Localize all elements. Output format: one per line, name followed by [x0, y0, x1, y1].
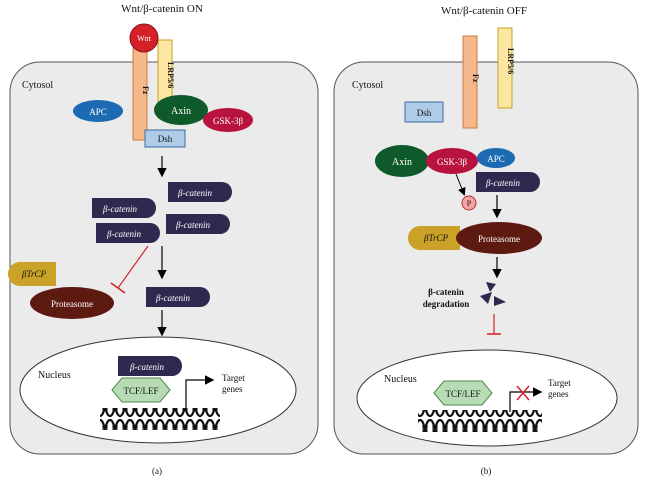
lrp-label-a: LRP5/6 [166, 62, 175, 88]
caption-a: (a) [152, 466, 162, 476]
fz-label-a: Fz [141, 86, 150, 95]
btrcp-a [8, 262, 56, 286]
gsk-b [426, 148, 478, 174]
wnt-label-a: Wnt [137, 34, 152, 43]
cytosol-label-b: Cytosol [352, 80, 383, 91]
lrp-receptor-b [497, 27, 513, 109]
apc-a [73, 100, 123, 122]
axin-label-b: Axin [392, 157, 412, 168]
wnt-ligand-a [129, 23, 159, 53]
fragment-b3 [494, 296, 506, 306]
fragment-b1 [486, 282, 496, 292]
apc-b [477, 148, 515, 168]
axin-b [375, 145, 429, 177]
proteasome-a [30, 287, 114, 319]
gsk-label-a: GSK-3β [213, 116, 244, 126]
transcription-arrow-b [509, 387, 543, 412]
apc-label-a: APC [89, 107, 107, 117]
bcat-label-a5: β-catenin [155, 293, 190, 303]
fz-receptor-b [462, 35, 478, 129]
target-label-b1: Target [548, 378, 571, 388]
fz-label-b: Fz [471, 74, 480, 83]
dna-b [418, 410, 542, 432]
bcat-nucleus-label-a: β-catenin [129, 362, 164, 372]
fragment-b2 [480, 292, 492, 304]
degradation-label-b2: degradation [423, 299, 470, 309]
phosphate-label-b: P [467, 199, 472, 208]
gsk-a [203, 108, 253, 132]
btrcp-b [408, 226, 460, 250]
bcat-nucleus-a [118, 356, 182, 376]
bcat-a2 [92, 198, 156, 218]
proteasome-label-b: Proteasome [478, 234, 520, 244]
transcription-arrow-a [185, 375, 215, 408]
apc-label-b: APC [487, 154, 505, 164]
tcf-b [433, 380, 493, 406]
axin-label-a: Axin [171, 106, 191, 117]
inhibit-bar-a [110, 282, 126, 294]
panel-b: Wnt/β-catenin OFF Cytosol Fz LRP5/6 Dsh … [333, 5, 639, 476]
nucleus-label-a: Nucleus [38, 370, 71, 381]
block-x-b2 [516, 385, 530, 401]
bcat-label-a1: β-catenin [177, 188, 212, 198]
bcat-a5 [146, 287, 210, 307]
degradation-label-b1: β-catenin [428, 287, 464, 297]
tcf-a [111, 377, 171, 403]
gsk-label-b: GSK-3β [437, 157, 468, 167]
title-a: Wnt/β-catenin ON [121, 3, 203, 15]
cytosol-label-a: Cytosol [22, 80, 53, 91]
bcat-label-b: β-catenin [485, 178, 520, 188]
tcf-label-b: TCF/LEF [445, 389, 480, 399]
caption-b: (b) [481, 466, 492, 476]
dsh-label-b: Dsh [417, 108, 432, 118]
dsh-b [404, 101, 444, 123]
inhibit-line-a [117, 245, 149, 289]
bcat-a1 [168, 182, 232, 202]
btrcp-label-a: βTrCP [21, 269, 46, 279]
lrp-label-b: LRP5/6 [506, 48, 515, 74]
dna-a [100, 408, 220, 430]
phosphate-b [461, 195, 477, 211]
dsh-label-a: Dsh [158, 134, 173, 144]
dsh-a [144, 129, 186, 148]
bcat-label-a2: β-catenin [102, 204, 137, 214]
target-label-a1: Target [222, 373, 245, 383]
bcat-label-a3: β-catenin [175, 220, 210, 230]
target-label-b2: genes [548, 389, 569, 399]
proteasome-b [456, 222, 542, 254]
title-b: Wnt/β-catenin OFF [441, 5, 527, 17]
proteasome-label-a: Proteasome [51, 299, 93, 309]
target-label-a2: genes [222, 384, 243, 394]
axin-a [154, 95, 208, 125]
bcat-label-a4: β-catenin [106, 229, 141, 239]
btrcp-label-b: βTrCP [423, 233, 448, 243]
panel-a: Wnt/β-catenin ON Cytosol LRP5/6 Fz Wnt A… [8, 3, 319, 476]
bcat-a3 [166, 214, 230, 234]
nucleus-label-b: Nucleus [384, 374, 417, 385]
bcat-a4 [96, 223, 160, 243]
tcf-label-a: TCF/LEF [123, 386, 158, 396]
bcat-b [476, 172, 540, 192]
phospho-arrow-b [455, 173, 466, 196]
